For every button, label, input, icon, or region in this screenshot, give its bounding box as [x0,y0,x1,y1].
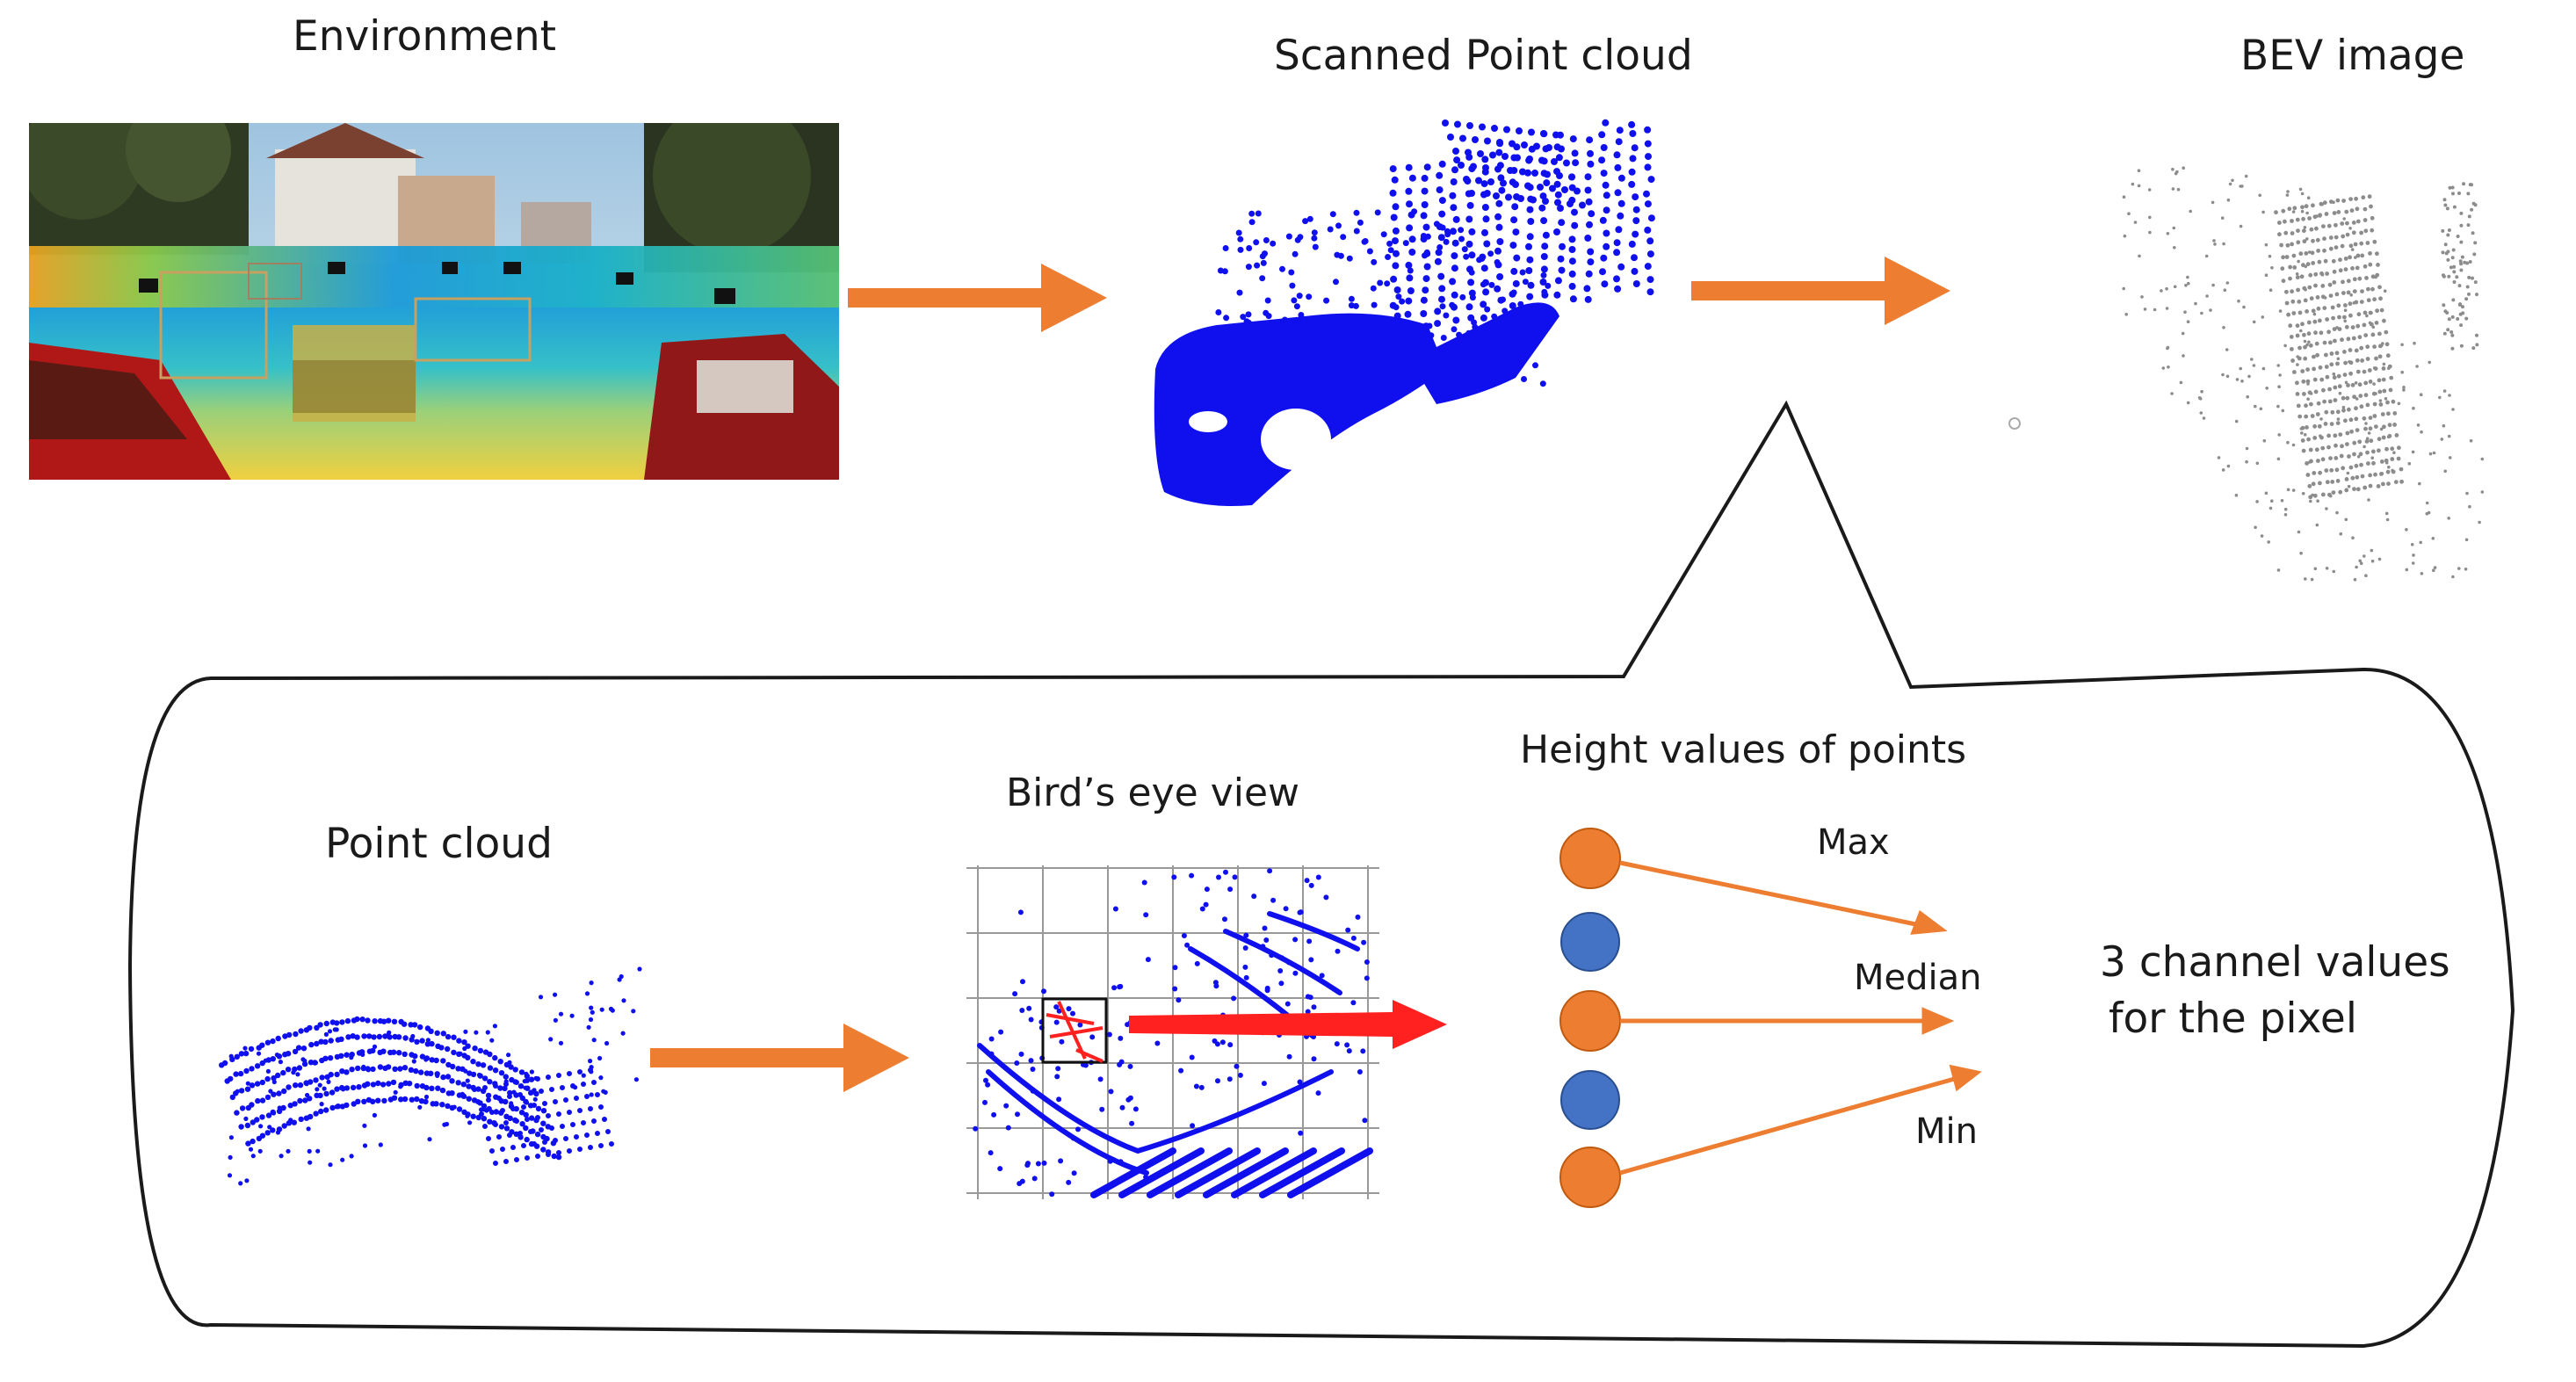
height-point-min [1559,1147,1621,1208]
scanned-point-cloud-label: Scanned Point cloud [1274,32,1693,80]
arrow-env-to-cloud [848,264,1107,332]
point-cloud-image [211,931,668,1204]
bev-image [2100,158,2495,597]
scanned-point-cloud-drawing [1154,119,1655,506]
small-circle-marker [2008,417,2021,430]
min-label: Min [1915,1111,1978,1152]
bev-points-drawing [2122,166,2485,582]
height-values-label: Height values of points [1520,727,1967,772]
channel-values-line2: for the pixel [2109,995,2357,1043]
height-point-median [1559,990,1621,1052]
arrow-min [1619,1075,1958,1176]
environment-scene [29,123,839,480]
bev-image-label: BEV image [2240,32,2465,80]
max-label: Max [1817,822,1890,863]
birds-eye-view-label: Bird’s eye view [1006,771,1300,815]
point-cloud-drawing [219,966,642,1186]
red-arrow [1129,1000,1447,1049]
selected-cell [1041,997,1108,1064]
environment-label: Environment [293,12,557,61]
point-cloud-label: Point cloud [325,820,553,868]
scanned-point-cloud-image [1147,105,1691,518]
height-point-blue-1 [1560,912,1620,972]
arrow-pointcloud-to-bev [650,1024,909,1092]
median-label: Median [1854,958,1982,998]
arrow-max [1619,860,1929,930]
height-values-diagram [1559,828,1982,1208]
arrow-cloud-to-bev [1691,257,1950,325]
channel-values-line1: 3 channel values [2100,938,2450,987]
height-point-max [1559,828,1621,889]
environment-image [29,123,839,480]
height-point-blue-2 [1560,1070,1620,1130]
